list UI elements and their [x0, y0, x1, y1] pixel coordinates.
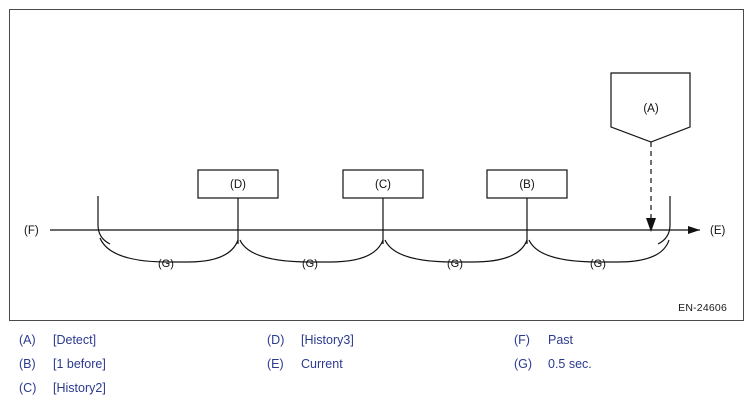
legend-item: (C) [History2] [19, 381, 106, 405]
history-box-c-label: (C) [375, 179, 391, 191]
interval-label-2: (G) [302, 258, 318, 270]
legend-key: (B) [19, 357, 36, 371]
legend-item: (F) Past [514, 333, 592, 357]
legend-key: (F) [514, 333, 530, 347]
interval-brackets [99, 237, 670, 263]
legend-value: [History2] [53, 381, 106, 395]
legend-column-2: (D) [History3] (E) Current [267, 333, 354, 381]
history-box-b-label: (B) [519, 179, 535, 191]
history-box-b: (B) [486, 169, 568, 199]
detect-arrow [646, 142, 656, 232]
history-box-c: (C) [342, 169, 424, 199]
history-box-d: (D) [197, 169, 279, 199]
legend-value: [History3] [301, 333, 354, 347]
axis-left-label: (F) [24, 225, 39, 237]
history-box-d-label: (D) [230, 179, 246, 191]
legend-value: Past [548, 333, 574, 347]
interval-label-1: (G) [158, 258, 174, 270]
diagram-frame: (F) (E) (G) (G) (G) (G) [9, 9, 744, 321]
timeline-diagram: (F) (E) (G) (G) (G) (G) [24, 72, 726, 270]
legend: (A) [Detect] (B) [1 before] (C) [History… [9, 333, 744, 405]
legend-item: (D) [History3] [267, 333, 354, 357]
legend-key: (D) [267, 333, 285, 347]
legend-key: (G) [514, 357, 533, 371]
legend-item: (E) Current [267, 357, 354, 381]
legend-item: (B) [1 before] [19, 357, 106, 381]
interval-label-3: (G) [447, 258, 463, 270]
detect-pentagon: (A) [610, 72, 691, 143]
figure-id: EN-24606 [678, 302, 727, 314]
legend-key: (A) [19, 333, 36, 347]
legend-item: (G) 0.5 sec. [514, 357, 592, 381]
legend-column-3: (F) Past (G) 0.5 sec. [514, 333, 592, 381]
legend-column-1: (A) [Detect] (B) [1 before] (C) [History… [19, 333, 106, 405]
legend-key: (E) [267, 357, 284, 371]
legend-item: (A) [Detect] [19, 333, 106, 357]
legend-value: [1 before] [53, 357, 106, 371]
legend-key: (C) [19, 381, 37, 395]
legend-value: [Detect] [53, 333, 97, 347]
detect-pentagon-label: (A) [643, 103, 659, 115]
interval-label-4: (G) [590, 258, 606, 270]
legend-value: 0.5 sec. [548, 357, 592, 371]
timeline-axis [50, 226, 700, 234]
axis-right-label: (E) [710, 225, 726, 237]
legend-value: Current [301, 357, 343, 371]
